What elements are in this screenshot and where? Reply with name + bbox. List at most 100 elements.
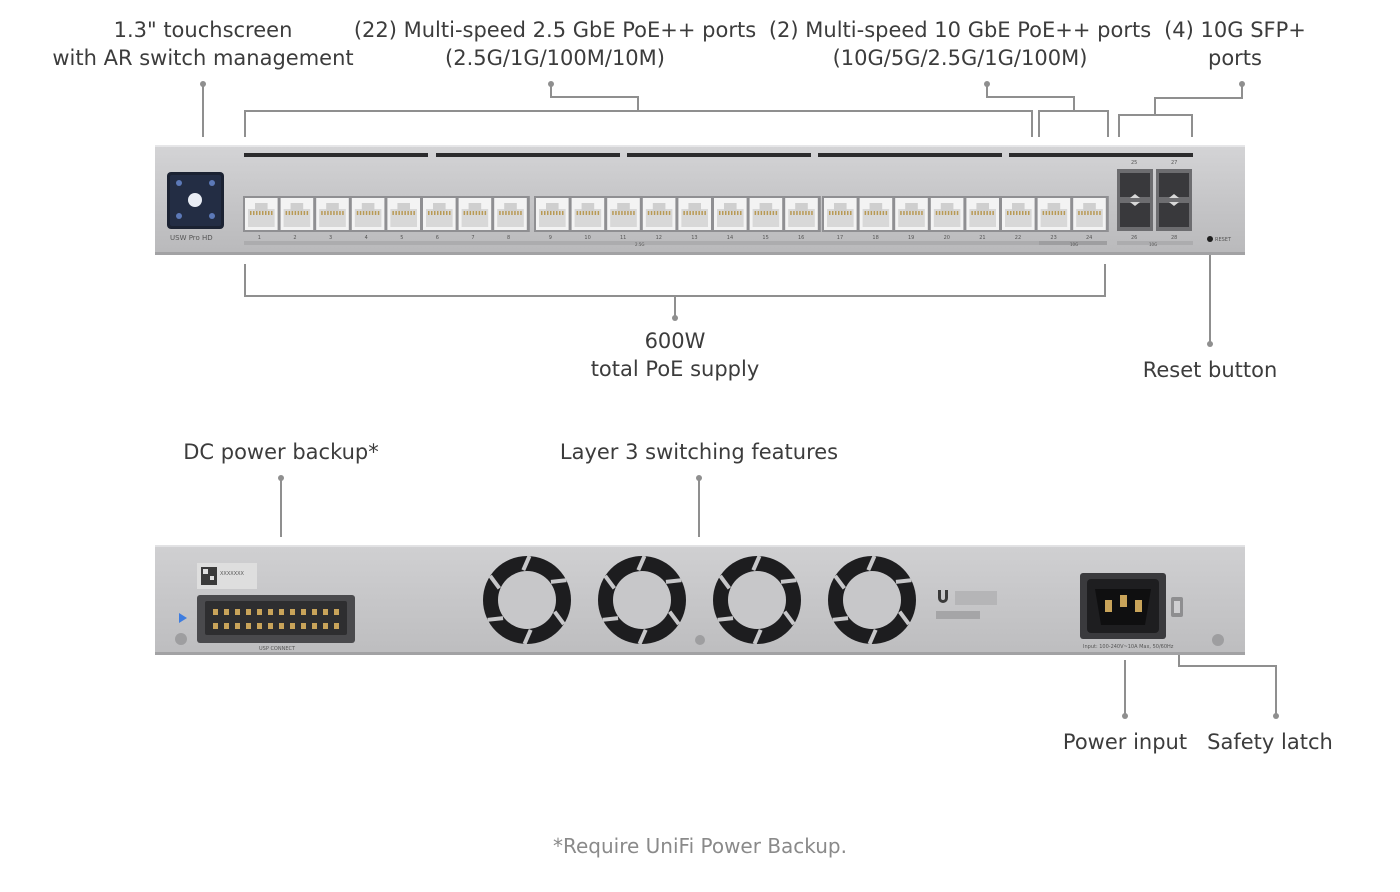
port-number-label: 11 bbox=[620, 235, 626, 241]
usp-pin bbox=[213, 609, 218, 615]
switch-rear-panel: XXXXXXX USP CONNECT Input: 100-240V~10A … bbox=[155, 545, 1245, 655]
usp-pin bbox=[268, 609, 273, 615]
rj45-port bbox=[387, 198, 420, 230]
usp-label: USP CONNECT bbox=[259, 646, 296, 652]
callout-touchscreen-line1: 1.3" touchscreen bbox=[113, 18, 293, 42]
rj45-ports-group-2 bbox=[534, 196, 821, 232]
rj45-port bbox=[749, 198, 783, 230]
usp-pin bbox=[334, 609, 339, 615]
touchscreen-display bbox=[167, 172, 224, 229]
rj45-port bbox=[494, 198, 527, 230]
port-number-label: 13 bbox=[691, 235, 697, 241]
port-group-bar-2-5g bbox=[244, 241, 1106, 245]
rj45-ports-group-3 bbox=[822, 196, 1109, 232]
callout-sfp-ports: (4) 10G SFP+ ports bbox=[1160, 16, 1310, 72]
rj45-port bbox=[642, 198, 676, 230]
port-number-label: 1 bbox=[258, 235, 261, 241]
fan-grille-icon bbox=[828, 555, 916, 645]
rj45-port bbox=[571, 198, 605, 230]
port-number-label: 17 bbox=[837, 235, 843, 241]
rj45-port bbox=[714, 198, 747, 230]
port-group-bar-10g bbox=[1039, 241, 1107, 245]
port-number-label: 19 bbox=[908, 235, 914, 241]
port-number-label: 23 bbox=[1050, 235, 1056, 241]
rj45-port bbox=[930, 198, 964, 230]
rj45-ports-group-1 bbox=[243, 196, 530, 232]
callout-touchscreen-line2: with AR switch management bbox=[52, 46, 354, 70]
sfp-cages bbox=[1117, 169, 1192, 231]
psu-rating-label: Input: 100-240V~10A Max, 50/60Hz bbox=[1083, 644, 1174, 650]
callout-ports-2-5g-line1: (22) Multi-speed 2.5 GbE PoE++ ports bbox=[353, 18, 757, 42]
callout-power-input-line1: Power input bbox=[1062, 730, 1188, 754]
sfp-number-28: 28 bbox=[1171, 235, 1177, 241]
rj45-port bbox=[1073, 198, 1106, 230]
port-number-label: 15 bbox=[762, 235, 768, 241]
port-number-label: 22 bbox=[1015, 235, 1021, 241]
usp-pin bbox=[213, 623, 218, 629]
usp-pin bbox=[224, 623, 229, 629]
callout-layer3-line1: Layer 3 switching features bbox=[559, 440, 839, 464]
group-label-sfp: 10G bbox=[1149, 242, 1157, 247]
callout-ports-10g: (2) Multi-speed 10 GbE PoE++ ports (10G/… bbox=[766, 16, 1154, 72]
usp-pin bbox=[268, 623, 273, 629]
callout-sfp-line1: (4) 10G SFP+ bbox=[1164, 18, 1306, 42]
callout-sfp-line2: ports bbox=[1208, 46, 1262, 70]
callout-ports-10g-line1: (2) Multi-speed 10 GbE PoE++ ports bbox=[768, 18, 1152, 42]
callout-ports-10g-line2: (10G/5G/2.5G/1G/100M) bbox=[832, 46, 1088, 70]
port-number-label: 3 bbox=[329, 235, 332, 241]
port-number-label: 12 bbox=[656, 235, 662, 241]
rj45-port bbox=[316, 198, 349, 230]
callout-poe-line2: total PoE supply bbox=[590, 357, 760, 381]
usp-pin bbox=[235, 609, 240, 615]
callout-power-input: Power input bbox=[1050, 728, 1200, 756]
usp-pin bbox=[301, 609, 306, 615]
port-number-label: 8 bbox=[507, 235, 510, 241]
port-number-label: 2 bbox=[293, 235, 296, 241]
usp-pin bbox=[257, 609, 262, 615]
reset-label: RESET bbox=[1215, 237, 1232, 243]
rj45-port bbox=[458, 198, 492, 230]
rj45-port bbox=[895, 198, 928, 230]
sfp-number-26: 26 bbox=[1131, 235, 1137, 241]
rj45-port bbox=[859, 198, 893, 230]
usp-pin bbox=[301, 623, 306, 629]
usp-pin bbox=[246, 609, 251, 615]
serial-text: XXXXXXX bbox=[220, 571, 245, 577]
callout-poe-supply: 600W total PoE supply bbox=[570, 327, 780, 383]
fan-grille-icon bbox=[598, 555, 686, 645]
usp-pin bbox=[279, 609, 284, 615]
model-label: USW Pro HD bbox=[170, 234, 213, 242]
rj45-port bbox=[966, 198, 999, 230]
usp-pin bbox=[224, 609, 229, 615]
callout-ports-2-5g: (22) Multi-speed 2.5 GbE PoE++ ports (2.… bbox=[350, 16, 760, 72]
cooling-fans bbox=[483, 555, 916, 645]
safety-latch-clip[interactable] bbox=[1171, 597, 1183, 617]
certification-marks-icon bbox=[936, 591, 997, 619]
callout-reset-button: Reset button bbox=[1130, 356, 1290, 384]
screw-center-icon bbox=[695, 635, 705, 645]
rj45-port bbox=[536, 198, 569, 230]
usp-pin bbox=[246, 623, 251, 629]
reset-button[interactable] bbox=[1207, 236, 1213, 242]
ubiquiti-logo-icon bbox=[938, 590, 948, 603]
port-number-label: 20 bbox=[944, 235, 950, 241]
usp-pin bbox=[290, 609, 295, 615]
callout-touchscreen: 1.3" touchscreen with AR switch manageme… bbox=[40, 16, 366, 72]
rj45-port bbox=[1002, 198, 1035, 230]
rj45-port bbox=[607, 198, 640, 230]
rj45-port bbox=[245, 198, 278, 230]
port-number-label: 14 bbox=[727, 235, 733, 241]
usp-pin bbox=[279, 623, 284, 629]
usp-pin bbox=[323, 623, 328, 629]
callout-poe-line1: 600W bbox=[644, 329, 706, 353]
footnote: *Require UniFi Power Backup. bbox=[552, 834, 847, 858]
power-input-socket bbox=[1080, 573, 1166, 639]
sfp-number-25: 25 bbox=[1131, 160, 1137, 166]
sfp-number-27: 27 bbox=[1171, 160, 1177, 166]
fan-grille-icon bbox=[713, 555, 801, 645]
callout-dc-power-backup: DC power backup* bbox=[160, 438, 402, 466]
port-number-label: 7 bbox=[471, 235, 474, 241]
rj45-port bbox=[351, 198, 385, 230]
rj45-port bbox=[678, 198, 711, 230]
